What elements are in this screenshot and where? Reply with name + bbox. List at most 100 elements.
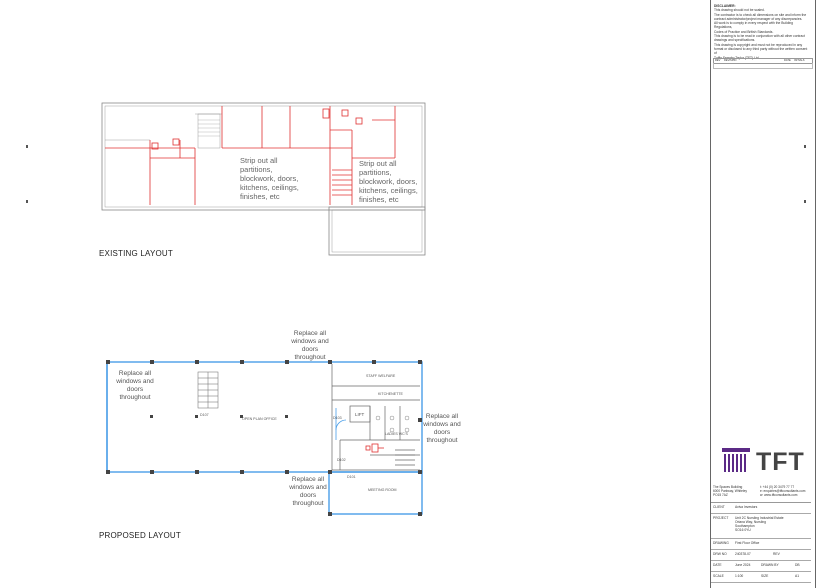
disclaimer-line: contract administrator/project manager o… (714, 16, 803, 21)
door-d103: D103 (333, 416, 342, 420)
room-staff-welfare: STAFF WELFARE (366, 374, 396, 378)
disclaimer-line: All work is to comply in every respect w… (714, 21, 793, 30)
strip-out-note-1-line: finishes, etc (240, 192, 280, 201)
note-line: Replace all (293, 330, 327, 337)
door-d102: D102 (337, 458, 346, 462)
drawing-number-value: 240378-07 (735, 552, 751, 556)
disclaimer-heading: DISCLAIMER: (714, 4, 736, 8)
room-meeting-room: MEETING ROOM (368, 488, 397, 492)
date-label: DATE (713, 563, 722, 567)
strip-out-note-2-line: blockwork, doors, (359, 177, 418, 186)
note-line: throughout (119, 394, 151, 401)
room-open-plan-office: OPEN PLAN OFFICE (242, 417, 277, 421)
company-contact: t: +44 (0) 20 3479 77 77 e: enquiries@tf… (760, 485, 805, 497)
note-line: Replace all (118, 370, 152, 377)
note-line: throughout (426, 437, 458, 444)
project-line: Southampton (735, 524, 755, 528)
replace-note-left: Replace all windows and doors throughout (113, 370, 157, 402)
tft-logo-text: TFT (756, 448, 805, 476)
revision-table-header: REV REVISION DATE INITIALS (713, 58, 813, 64)
title-block (710, 0, 816, 588)
replace-note-right: Replace all windows and doors throughout (420, 413, 464, 445)
contact-line: t: +44 (0) 20 3479 77 77 (760, 485, 795, 489)
company-address: The Spaces Building 6000 Parkway, Whitel… (713, 485, 747, 497)
strip-out-note-2-line: finishes, etc (359, 195, 399, 204)
note-line: doors (299, 492, 317, 499)
note-line: doors (433, 429, 451, 436)
client-value: Aviva Investors (735, 505, 758, 509)
drawing-row: DRAWING First Floor Office (711, 539, 811, 550)
project-value: Unit 2C Nursling Industrial Estate Orian… (735, 516, 784, 532)
proposed-layout-heading: PROPOSED LAYOUT (99, 531, 181, 540)
strip-out-note-1-line: blockwork, doors, (240, 174, 299, 183)
note-line: doors (301, 346, 319, 353)
room-ladies-wcs: LADIES WC'S (385, 432, 408, 436)
disclaimer-line: This drawing is to be read in conjunctio… (714, 34, 805, 39)
disclaimer-line: This drawing should not be scaled. (714, 8, 765, 13)
client-label: CLIENT (713, 505, 725, 509)
contact-line: e: enquiries@tftconsultants.com (760, 489, 806, 493)
note-line: throughout (292, 500, 324, 507)
client-row: CLIENT Aviva Investors (711, 503, 811, 514)
size-value: A1 (795, 574, 800, 578)
drawing-number-row: DRW NO 240378-07 REV (711, 550, 811, 561)
initials-col: INITIALS (794, 59, 805, 62)
drawn-by-value: DB (795, 563, 800, 567)
title-block-grid: CLIENT Aviva Investors PROJECT Unit 2C N… (711, 502, 811, 583)
scale-label: SCALE (713, 574, 724, 578)
door-d101: D101 (347, 475, 356, 479)
disclaimer-line: format or disclosed to any third party w… (714, 46, 808, 56)
project-line: Oriana Way, Nursling (735, 520, 766, 524)
size-label: SIZE (761, 574, 769, 578)
strip-out-note-1: Strip out all partitions, blockwork, doo… (240, 156, 299, 201)
tft-logo-icon (722, 448, 750, 472)
strip-out-note-1-line: kitchens, ceilings, (240, 183, 299, 192)
disclaimer-line: drawings and specifications. (714, 38, 756, 43)
note-line: windows and (116, 378, 154, 385)
drawing-label: DRAWING (713, 541, 729, 545)
drawing-number-label: DRW NO (713, 552, 727, 556)
replace-note-top: Replace all windows and doors throughout (288, 330, 332, 362)
revision-row (713, 63, 813, 69)
drawing-value: First Floor Office (735, 541, 760, 545)
rev-label: REV (773, 552, 780, 556)
note-line: windows and (289, 484, 327, 491)
project-line: SO16 0YU (735, 528, 751, 532)
drawn-by-label: DRAWN BY (761, 563, 779, 567)
date-value: June 2024 (735, 563, 751, 567)
disclaimer: DISCLAIMER: This drawing should not be s… (714, 4, 810, 60)
door-d107: D107 (200, 413, 209, 417)
scale-row: SCALE 1:100 SIZE A1 (711, 572, 811, 583)
strip-out-note-2: Strip out all partitions, blockwork, doo… (359, 159, 418, 204)
room-kitchenette: KITCHENETTE (378, 392, 403, 396)
room-lift: LIFT (355, 412, 365, 417)
disclaimer-line: The contractor is to check all dimension… (714, 12, 807, 17)
project-label: PROJECT (713, 516, 729, 520)
project-row: PROJECT Unit 2C Nursling Industrial Esta… (711, 514, 811, 539)
disclaimer-line: Codes of Practice and British Standards. (714, 29, 774, 34)
address-line: 6000 Parkway, Whiteley (713, 489, 747, 493)
strip-out-note-2-line: kitchens, ceilings, (359, 186, 418, 195)
strip-out-note-2-line: partitions, (359, 168, 392, 177)
date-col: DATE (784, 59, 791, 62)
contact-line: w: www.tftconsultants.com (760, 493, 798, 497)
strip-out-note-2-line: Strip out all (359, 159, 397, 168)
note-line: Replace all (291, 476, 325, 483)
existing-layout-heading: EXISTING LAYOUT (99, 249, 173, 258)
note-line: Replace all (425, 413, 459, 420)
note-line: windows and (291, 338, 329, 345)
disclaimer-line: This drawing is copyright and must not b… (714, 42, 803, 47)
revision-col: REVISION (724, 59, 737, 62)
replace-note-bottom: Replace all windows and doors throughout (286, 476, 330, 508)
strip-out-note-1-line: partitions, (240, 165, 273, 174)
scale-value: 1:100 (735, 574, 744, 578)
strip-out-note-1-line: Strip out all (240, 156, 278, 165)
disclaimer-line: Tuffin Ferraby Taylor (TFT) Ltd. (714, 55, 760, 60)
note-line: throughout (294, 354, 326, 361)
address-line: PO15 7AZ (713, 493, 728, 497)
address-line: The Spaces Building (713, 485, 743, 489)
note-line: doors (126, 386, 144, 393)
